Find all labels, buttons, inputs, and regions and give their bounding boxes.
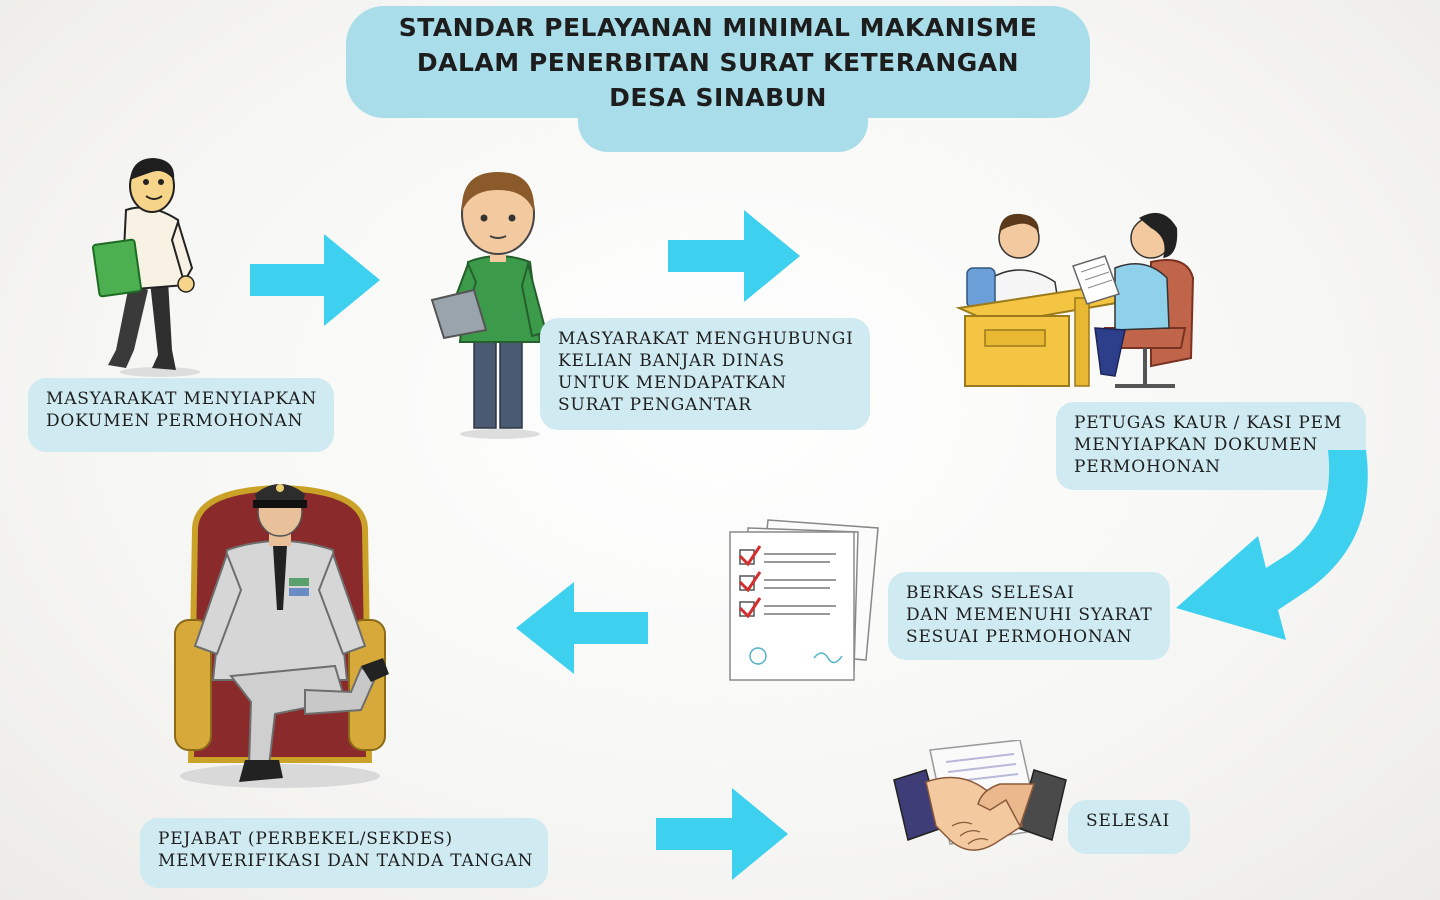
official-on-throne-illustration [174,484,389,788]
man-with-laptop-illustration [430,172,548,439]
step-3-line-3: PERMOHONAN [1074,457,1221,477]
arrow-left-icon [516,582,648,674]
title-line-3: DESA SINABUN [609,82,827,112]
step-5-line-2: MEMVERIFIKASI DAN TANDA TANGAN [158,851,534,871]
arrow-right-icon [656,788,788,880]
diagram-title: STANDAR PELAYANAN MINIMAL MAKANISME DALA… [346,6,1090,118]
step-6-line-1: SELESAI [1086,811,1170,831]
step-5-line-1: PEJABAT (PERBEKEL/SEKDES) [158,829,453,849]
title-line-2: DALAM PENERBITAN SURAT KETERANGAN [416,47,1020,77]
handshake-illustration [893,740,1067,851]
step-2-line-3: UNTUK MENDAPATKAN [558,373,787,393]
step-1-line-2: DOKUMEN PERMOHONAN [46,411,304,431]
step-3-line-1: PETUGAS KAUR / KASI PEM [1074,413,1343,433]
step-4-line-1: BERKAS SELESAI [906,583,1075,603]
step-1-label: MASYARAKAT MENYIAPKAN DOKUMEN PERMOHONAN [28,378,334,452]
step-2-line-2: KELIAN BANJAR DINAS [558,351,785,371]
step-4-label: BERKAS SELESAI DAN MEMENUHI SYARAT SESUA… [888,572,1170,660]
arrow-right-icon [668,210,800,302]
step-6-label: SELESAI [1068,800,1190,854]
checklist-documents-illustration [729,519,879,681]
arrow-right-icon [250,234,380,326]
step-2-line-4: SURAT PENGANTAR [558,395,752,415]
citizen-walking-illustration [91,158,200,377]
step-2-line-1: MASYARAKAT MENGHUBUNGI [558,329,854,349]
curved-arrow-icon [1176,450,1368,640]
step-4-line-3: SESUAI PERMOHONAN [906,627,1133,647]
office-desk-illustration [955,212,1195,388]
step-3-line-2: MENYIAPKAN DOKUMEN [1074,435,1318,455]
step-4-line-2: DAN MEMENUHI SYARAT [906,605,1153,625]
step-2-label: MASYARAKAT MENGHUBUNGI KELIAN BANJAR DIN… [540,318,870,430]
step-5-label: PEJABAT (PERBEKEL/SEKDES) MEMVERIFIKASI … [140,818,548,888]
step-3-label: PETUGAS KAUR / KASI PEM MENYIAPKAN DOKUM… [1056,402,1366,490]
title-line-1: STANDAR PELAYANAN MINIMAL MAKANISME [398,12,1038,42]
step-1-line-1: MASYARAKAT MENYIAPKAN [46,389,317,409]
